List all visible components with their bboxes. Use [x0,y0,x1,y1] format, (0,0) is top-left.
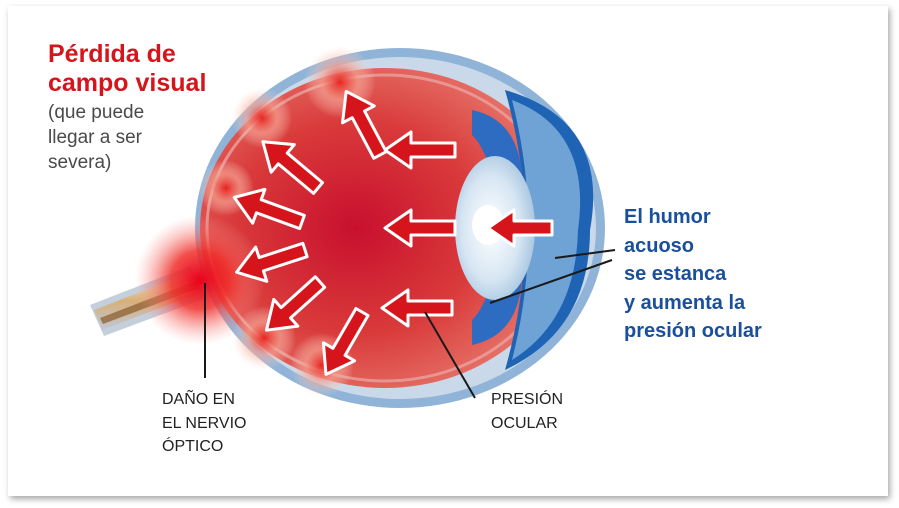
pressure-arrow-icon [261,140,324,195]
optic-nerve-damage-label: DAÑO EN EL NERVIO ÓPTICO [162,388,246,459]
pressure-arrow-icon [321,307,370,376]
pressure-arrows [232,89,554,376]
subtitle-line-3: severa) [48,152,112,173]
subtitle-line-2: llegar a ser [48,127,142,148]
vision-loss-subtitle: (que puede llegar a ser severa) [48,100,144,175]
leader-lines [204,249,616,399]
pressure-arrow-icon [380,288,454,328]
nerve-line-3: ÓPTICO [162,438,224,455]
humor-line-3: se estanca [624,263,727,285]
ocular-pressure-label: PRESIÓN OCULAR [491,388,563,435]
humor-line-5: presión ocular [624,320,762,342]
aqueous-humor-label: El humor acuoso se estanca y aumenta la … [624,203,762,346]
pressure-arrow-icon [341,89,388,160]
humor-line-2: acuoso [624,234,695,257]
pressure-line-1: PRESIÓN [491,391,564,408]
pressure-arrow-icon [383,130,457,170]
pressure-arrow-icon [235,241,309,283]
title-line-2: campo visual [48,69,207,97]
vision-loss-title: Pérdida de campo visual [48,40,206,98]
pressure-arrow-icon [486,208,554,248]
nerve-line-2: EL NERVIO [162,414,247,432]
title-line-1: Pérdida de [48,40,176,68]
nerve-line-1: DAÑO EN [162,391,235,408]
pressure-arrow-icon [264,275,327,332]
pressure-line-2: OCULAR [491,414,558,432]
subtitle-line-1: (que puede [48,102,145,123]
humor-line-1: El humor [624,206,711,228]
pressure-arrow-icon [232,187,306,231]
pressure-arrow-icon [383,208,457,248]
humor-line-4: y aumenta la [624,291,746,314]
